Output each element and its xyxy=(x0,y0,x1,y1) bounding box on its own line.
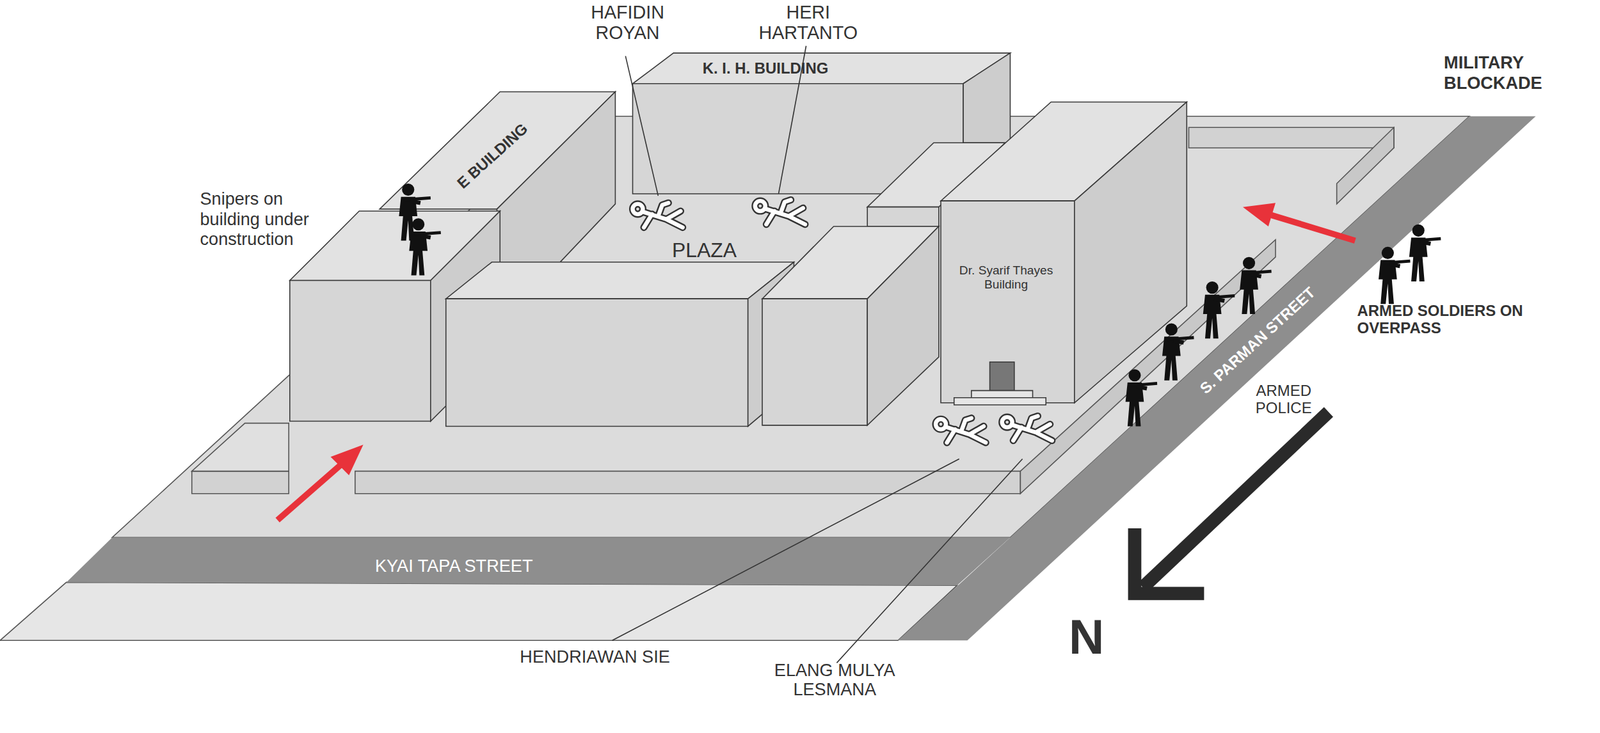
place-name: KYAI TAPA STREET xyxy=(375,557,534,578)
map-use xyxy=(408,218,441,276)
map-polygon xyxy=(1242,202,1276,227)
map-use xyxy=(1378,247,1410,304)
movement-arrows xyxy=(277,202,1356,521)
north-arrow xyxy=(1134,412,1329,594)
map-polygon xyxy=(867,226,939,426)
map-use xyxy=(935,418,986,443)
map-path xyxy=(836,458,1023,664)
map-path xyxy=(1134,528,1204,594)
north-label: N xyxy=(1068,608,1104,665)
map-polygon xyxy=(355,471,1021,495)
buildings xyxy=(289,53,1187,427)
place-name: K. I. H. BUILDING xyxy=(702,58,829,77)
callout-note: ARMED POLICE xyxy=(1248,381,1320,417)
map-rect xyxy=(990,362,1015,392)
map-polygon xyxy=(289,280,431,422)
map-use xyxy=(1125,369,1158,427)
map-path xyxy=(1143,412,1329,588)
map-path xyxy=(277,463,344,521)
map-polygon xyxy=(330,444,364,476)
building-label: Dr. Syarif Thayes Building xyxy=(949,264,1064,293)
map-path xyxy=(612,458,960,641)
map-polygon xyxy=(632,53,1011,84)
map-polygon xyxy=(971,391,1033,399)
map-polygon xyxy=(940,200,1075,404)
map-polygon xyxy=(446,298,749,427)
victim-name: HERI HARTANTO xyxy=(746,1,870,44)
victim-name: HENDRIAWAN SIE xyxy=(519,647,670,668)
victim-name: ELANG MULYA LESMANA xyxy=(758,660,912,701)
map-polygon xyxy=(1336,127,1394,205)
map-polygon xyxy=(446,262,795,299)
building-label: K. I. H. BUILDING xyxy=(702,58,829,77)
map-use xyxy=(1002,416,1053,441)
map-path xyxy=(625,56,658,196)
map-polygon xyxy=(1188,127,1394,148)
callout-note: ARMED SOLDIERS ON OVERPASS xyxy=(1357,302,1531,338)
map-polygon xyxy=(867,207,939,227)
map-use xyxy=(1239,257,1272,315)
map-polygon xyxy=(66,537,1011,586)
map-polygon xyxy=(954,398,1046,406)
map-use xyxy=(1162,323,1194,381)
victim-name: HAFIDIN ROYAN xyxy=(576,1,679,44)
map-polygon xyxy=(762,298,868,426)
map-polygon xyxy=(496,91,616,264)
plaza-area: PLAZA xyxy=(672,238,737,262)
leader-lines xyxy=(612,46,1023,664)
map-polygon xyxy=(0,582,958,641)
map-path xyxy=(1271,215,1356,241)
map-use xyxy=(632,202,683,228)
map-polygon xyxy=(192,423,289,472)
place-name: PLAZA xyxy=(672,238,737,262)
ground xyxy=(0,116,1536,642)
callout-note: Snipers on building under construction xyxy=(200,190,331,250)
map-use xyxy=(755,200,806,225)
place-name: Dr. Syarif Thayes Building xyxy=(949,264,1064,293)
callout-note: MILITARY BLOCKADE xyxy=(1443,53,1567,93)
map-use xyxy=(1409,224,1441,282)
armed-figures xyxy=(398,183,1441,427)
map-polygon xyxy=(963,53,1010,143)
map-use xyxy=(1203,281,1235,339)
map-polygon xyxy=(192,471,289,495)
street-band: KYAI TAPA STREET xyxy=(375,557,534,578)
victim-outlines xyxy=(632,200,1053,443)
